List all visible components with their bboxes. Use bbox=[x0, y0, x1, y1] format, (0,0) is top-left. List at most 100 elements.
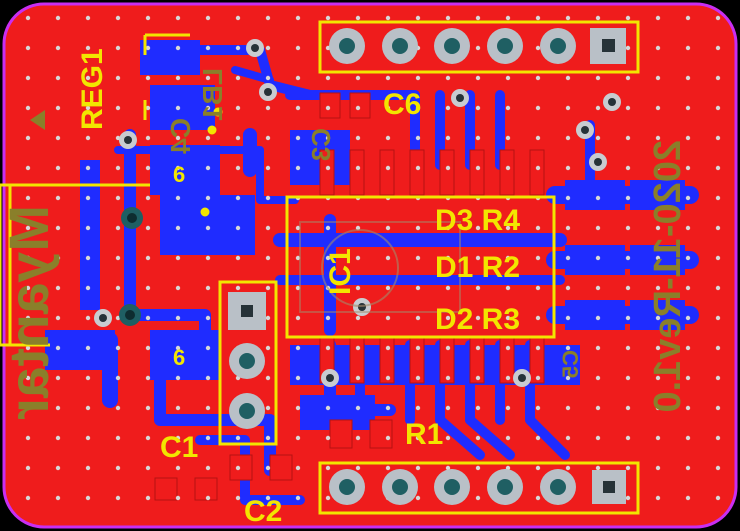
via-dot bbox=[685, 315, 691, 321]
via-dot bbox=[325, 15, 331, 21]
via-dot bbox=[415, 165, 421, 171]
via-dot bbox=[625, 315, 631, 321]
usb-connector-outline bbox=[0, 183, 12, 347]
via-dot bbox=[295, 375, 301, 381]
via-dot bbox=[55, 405, 61, 411]
via-dot bbox=[265, 465, 271, 471]
via-dot bbox=[295, 405, 301, 411]
via-dot bbox=[715, 105, 721, 111]
via-dot bbox=[355, 345, 361, 351]
via-dot bbox=[55, 225, 61, 231]
via-dot bbox=[175, 15, 181, 21]
via-dot bbox=[355, 285, 361, 291]
via-dot bbox=[265, 135, 271, 141]
via-dot bbox=[175, 75, 181, 81]
via-dot bbox=[25, 465, 31, 471]
via-dot bbox=[535, 165, 541, 171]
via-dot bbox=[265, 315, 271, 321]
via-dot bbox=[235, 75, 241, 81]
via-dot bbox=[595, 435, 601, 441]
via-dot bbox=[625, 435, 631, 441]
via-dot bbox=[115, 255, 121, 261]
via-dot bbox=[565, 225, 571, 231]
via-dot bbox=[505, 435, 511, 441]
via-dot bbox=[115, 15, 121, 21]
via-dot bbox=[235, 15, 241, 21]
via-dot bbox=[385, 75, 391, 81]
via-dot bbox=[595, 225, 601, 231]
via-dot bbox=[475, 315, 481, 321]
bottom-c5-text: C5 bbox=[558, 350, 583, 378]
via-dot bbox=[655, 75, 661, 81]
via-dot bbox=[85, 405, 91, 411]
via-dot bbox=[205, 495, 211, 501]
via-dot bbox=[685, 375, 691, 381]
via-dot bbox=[475, 225, 481, 231]
via-dot bbox=[685, 105, 691, 111]
via-dot bbox=[265, 495, 271, 501]
via-dot bbox=[415, 135, 421, 141]
via-dot bbox=[685, 285, 691, 291]
via-dot bbox=[445, 285, 451, 291]
via-dot bbox=[175, 225, 181, 231]
via-dot bbox=[295, 465, 301, 471]
via-dot bbox=[595, 345, 601, 351]
via-dot bbox=[25, 45, 31, 51]
via-dot bbox=[25, 75, 31, 81]
via-dot bbox=[25, 375, 31, 381]
via-dot bbox=[325, 345, 331, 351]
via-dot bbox=[355, 435, 361, 441]
via-dot bbox=[385, 375, 391, 381]
via-dot bbox=[655, 465, 661, 471]
via-dot bbox=[25, 195, 31, 201]
via-dot bbox=[505, 225, 511, 231]
label-c2: C2 bbox=[244, 495, 282, 528]
via-dot bbox=[565, 195, 571, 201]
via-dot bbox=[145, 285, 151, 291]
via-dot bbox=[655, 15, 661, 21]
via-dot bbox=[595, 195, 601, 201]
via-dot bbox=[715, 75, 721, 81]
via-dot bbox=[715, 255, 721, 261]
via-dot bbox=[355, 165, 361, 171]
via-dot bbox=[625, 285, 631, 291]
via-dot bbox=[265, 225, 271, 231]
via-dot bbox=[85, 315, 91, 321]
via-dot bbox=[565, 435, 571, 441]
via-dot bbox=[715, 345, 721, 351]
via-dot bbox=[445, 105, 451, 111]
via-dot bbox=[625, 75, 631, 81]
via-dot bbox=[565, 345, 571, 351]
via-dot bbox=[685, 15, 691, 21]
via-dot bbox=[235, 135, 241, 141]
via-dot bbox=[715, 375, 721, 381]
via-dot bbox=[265, 285, 271, 291]
via-dot bbox=[25, 105, 31, 111]
via-dot bbox=[175, 135, 181, 141]
via-dot bbox=[625, 165, 631, 171]
via-dot bbox=[355, 315, 361, 321]
via-dot bbox=[175, 405, 181, 411]
via-dot bbox=[145, 45, 151, 51]
bottom-brand-text: Myantar bbox=[0, 205, 60, 420]
via-dot bbox=[115, 495, 121, 501]
via-dot bbox=[535, 225, 541, 231]
via-dot bbox=[655, 375, 661, 381]
via-dot bbox=[715, 405, 721, 411]
via-dot bbox=[445, 375, 451, 381]
via-dot bbox=[25, 165, 31, 171]
via-dot bbox=[235, 105, 241, 111]
via-dot bbox=[475, 75, 481, 81]
via-dot bbox=[475, 135, 481, 141]
via-dot bbox=[325, 165, 331, 171]
via-dot bbox=[85, 195, 91, 201]
via-dot bbox=[475, 435, 481, 441]
via-dot bbox=[715, 135, 721, 141]
via-dot bbox=[625, 465, 631, 471]
ic1-outline bbox=[285, 195, 556, 339]
via-dot bbox=[295, 135, 301, 141]
via-dot bbox=[505, 255, 511, 261]
via-dot bbox=[25, 285, 31, 291]
via-dot bbox=[115, 465, 121, 471]
via-dot bbox=[685, 435, 691, 441]
